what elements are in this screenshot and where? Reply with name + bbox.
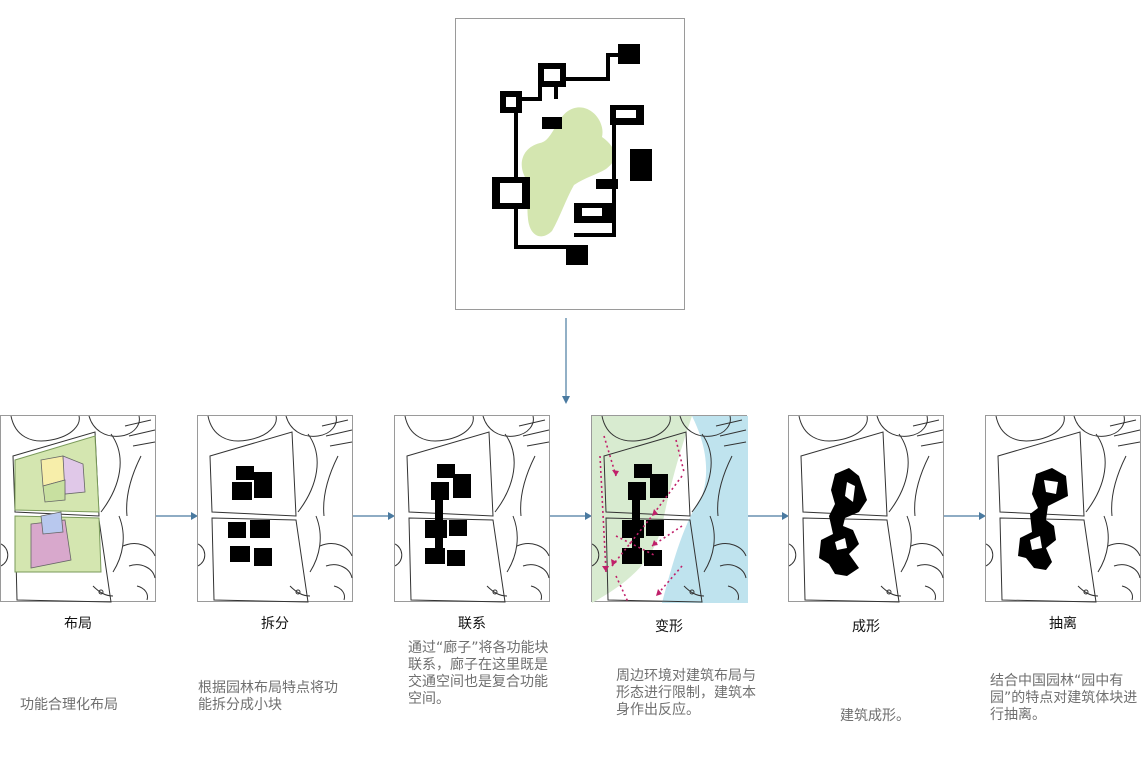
- arrow-2-3: [352, 512, 395, 520]
- arrow-3-4: [549, 512, 592, 520]
- stage-desc-split: 根据园林布局特点将功能拆分成小块: [198, 680, 338, 713]
- connect-diagram: [395, 416, 550, 603]
- stage-desc-layout: 功能合理化布局: [20, 697, 118, 713]
- stage-panel-connect: [394, 415, 550, 603]
- extract-diagram: [986, 416, 1141, 603]
- main-diagram-panel: [455, 18, 685, 310]
- stage-panel-layout: [0, 415, 156, 603]
- form-diagram: [789, 416, 944, 603]
- stage-desc-form: 建筑成形。: [840, 708, 910, 724]
- main-diagram-svg: [492, 44, 652, 265]
- stage-panel-extract: [985, 415, 1141, 603]
- formed-mass: [819, 468, 867, 576]
- stage-title-layout: 布局: [64, 616, 92, 632]
- deform-diagram: [592, 416, 748, 603]
- down-arrow: [562, 318, 570, 404]
- layout-diagram: [1, 416, 156, 603]
- stage-panel-split: [197, 415, 353, 603]
- constraint-arrows: [599, 435, 685, 603]
- stage-desc-connect: 通过“廊子”将各功能块联系，廊子在这里既是交通空间也是复合功能空间。: [408, 640, 549, 707]
- stage-title-split: 拆分: [261, 616, 289, 632]
- stage-title-extract: 抽离: [1049, 616, 1077, 632]
- stage-panel-deform: [591, 415, 748, 603]
- stage-panel-form: [788, 415, 944, 603]
- arrow-5-6: [943, 512, 986, 520]
- stage-title-form: 成形: [852, 619, 880, 635]
- courtyard-holes: [500, 69, 636, 216]
- split-diagram: [198, 416, 353, 603]
- stage-title-deform: 变形: [655, 619, 683, 635]
- arrow-1-2: [155, 512, 198, 520]
- stage-desc-extract: 结合中国园林“园中有园”的特点对建筑体块进行抽离。: [990, 673, 1138, 723]
- stage-title-connect: 联系: [458, 616, 486, 632]
- arrow-4-5: [746, 512, 789, 520]
- stage-desc-deform: 周边环境对建筑布局与形态进行限制，建筑本身作出反应。: [616, 668, 756, 718]
- garden-green-blob: [521, 107, 615, 237]
